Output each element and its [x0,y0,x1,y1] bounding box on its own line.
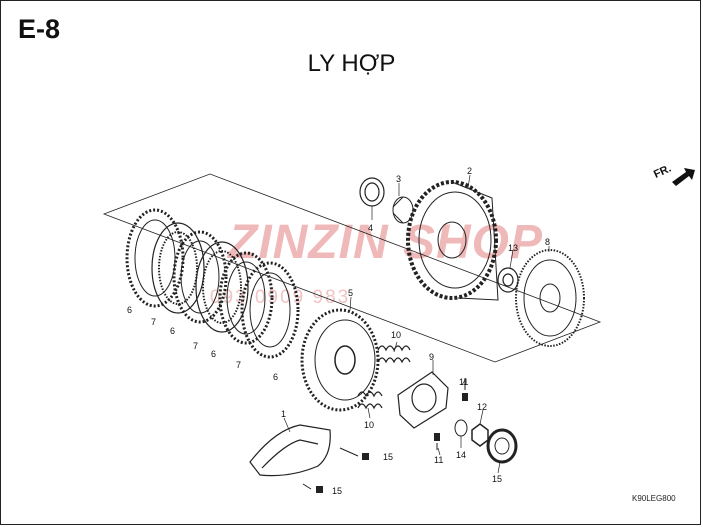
drawing-reference: K90LEG800 [632,494,676,503]
front-arrow-icon [672,168,695,186]
assembly-plane [102,173,602,363]
callout-3: 3 [396,174,401,184]
callout-15b: 15 [332,486,342,496]
clutch-plate-stack [125,208,300,359]
callout-7c: 7 [236,360,241,370]
lifter-washer [454,419,468,437]
callout-10b: 10 [364,420,374,430]
pressure-plate [300,308,380,412]
callout-6c: 6 [211,349,216,359]
lifter-bearing [486,428,518,464]
clutch-outer [406,180,499,301]
callout-8: 8 [545,237,550,247]
callout-numbers: 1 2 3 4 5 6 6 6 6 7 7 7 8 9 10 10 11 11 … [127,166,550,496]
section-code: E-8 [18,14,61,44]
callout-16: 15 [492,474,502,484]
callout-7a: 7 [151,317,156,327]
lock-washer [497,267,519,293]
callout-14: 14 [456,450,466,460]
callout-13: 13 [508,243,518,253]
callout-6a: 6 [127,305,132,315]
clutch-cover [249,424,331,477]
lock-nut [471,423,489,447]
lifter-bolts [434,378,468,450]
collar [392,196,414,224]
lifter-plate [397,371,449,429]
callout-2: 2 [467,166,472,176]
callout-10a: 10 [391,330,401,340]
callout-5: 5 [348,288,353,298]
page-title: LY HỢP [307,50,396,77]
callout-6d: 6 [273,372,278,382]
callout-15a: 15 [383,452,393,462]
thrust-washer [359,177,385,207]
callout-9: 9 [429,352,434,362]
callout-6b: 6 [170,326,175,336]
callout-12: 12 [477,402,487,412]
cover-bolts [302,447,369,493]
callout-4: 4 [368,223,373,233]
callout-1: 1 [281,409,286,419]
leader-lines [283,174,550,474]
clutch-springs [357,345,411,410]
drive-plate [515,249,585,347]
callout-11b: 11 [434,455,443,465]
callout-7b: 7 [193,341,198,351]
callout-11a: 11 [459,377,468,387]
